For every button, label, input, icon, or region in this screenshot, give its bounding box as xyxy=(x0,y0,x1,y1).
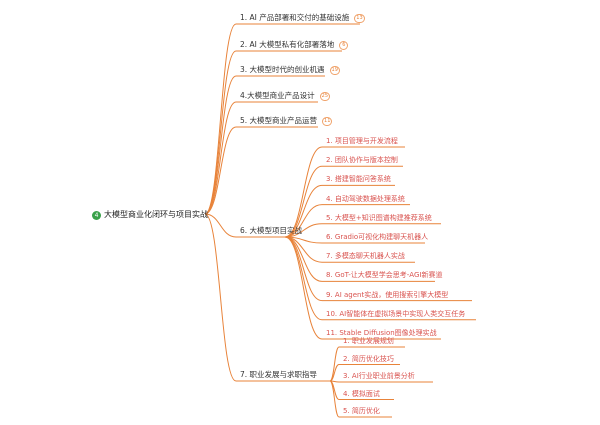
count-badge: 25 xyxy=(319,91,331,101)
project-link-line xyxy=(284,236,425,244)
project-link-line xyxy=(284,184,395,238)
root-branch-line xyxy=(204,75,325,215)
branch-startup-opportunities[interactable]: 3. 大模型时代的创业机遇 19 xyxy=(240,63,340,77)
project-item[interactable]: 8. GoT-让大模型学会思考-AGI新赛道 xyxy=(326,271,443,280)
root-label: 大模型商业化闭环与项目实战 xyxy=(104,210,208,219)
project-link-line xyxy=(284,165,403,238)
branch-label: 7. 职业发展与求职指导 xyxy=(240,370,318,379)
project-item[interactable]: 10. AI智能体在虚拟场景中实现人类交互任务 xyxy=(326,309,466,318)
branch-label: 4.大模型商业产品设计 xyxy=(240,91,315,100)
branch-label: 1. AI 产品部署和交付的基础设施 xyxy=(240,13,350,22)
count-badge: 6 xyxy=(339,40,349,50)
root-branch-line xyxy=(204,213,285,238)
project-item[interactable]: 2. 团队协作与版本控制 xyxy=(326,156,398,165)
project-item[interactable]: 5. 大模型+知识图谱构建推荐系统 xyxy=(326,213,432,222)
root-branch-line xyxy=(204,213,330,382)
project-item[interactable]: 9. AI agent实战，使用搜索引擎大模型 xyxy=(326,290,449,299)
career-item[interactable]: 1. 职业发展规划 xyxy=(343,337,394,345)
branch-label: 2. AI 大模型私有化部署落地 xyxy=(240,40,335,49)
project-item[interactable]: 11. Stable Diffusion图像处理实战 xyxy=(326,329,437,337)
career-item[interactable]: 4. 模拟面试 xyxy=(343,389,380,398)
career-link-line xyxy=(329,364,400,382)
branch-product-operations[interactable]: 5. 大模型商业产品运营 11 xyxy=(240,114,333,128)
project-item[interactable]: 4. 自动驾驶数据处理系统 xyxy=(326,194,405,203)
branch-project-practice[interactable]: 6. 大模型项目实战 xyxy=(240,224,302,238)
branch-label: 5. 大模型商业产品运营 xyxy=(240,116,318,125)
branch-infrastructure[interactable]: 1. AI 产品部署和交付的基础设施 13 xyxy=(240,11,365,25)
root-branch-line xyxy=(204,126,318,215)
count-badge: 13 xyxy=(354,13,365,23)
project-link-line xyxy=(284,223,441,238)
career-item[interactable]: 3. AI行业职业前景分析 xyxy=(343,372,415,380)
root-index-icon: 4 xyxy=(92,210,101,220)
project-item[interactable]: 6. Gradio可视化构建聊天机器人 xyxy=(326,233,429,241)
count-badge: 11 xyxy=(322,116,333,126)
root-branch-line xyxy=(204,101,318,215)
career-item[interactable]: 2. 简历优化技巧 xyxy=(343,354,394,363)
count-badge: 19 xyxy=(329,65,340,75)
branch-product-design[interactable]: 4.大模型商业产品设计 25 xyxy=(240,89,331,103)
branch-career-guidance[interactable]: 7. 职业发展与求职指导 xyxy=(240,368,317,382)
branch-label: 3. 大模型时代的创业机遇 xyxy=(240,65,325,74)
project-item[interactable]: 7. 多模态聊天机器人实战 xyxy=(326,252,405,261)
branch-private-deployment[interactable]: 2. AI 大模型私有化部署落地 6 xyxy=(240,38,349,52)
project-item[interactable]: 3. 搭建智能问答系统 xyxy=(326,175,391,184)
career-link-line xyxy=(329,380,392,418)
project-link-line xyxy=(284,236,441,340)
project-link-line xyxy=(284,146,405,238)
branch-label: 6. 大模型项目实战 xyxy=(240,226,303,235)
root-branch-line xyxy=(204,50,342,215)
career-item[interactable]: 5. 简历优化 xyxy=(343,407,380,415)
project-link-line xyxy=(284,204,410,238)
career-link-line xyxy=(329,380,433,383)
project-item[interactable]: 1. 项目管理与开发流程 xyxy=(326,137,398,145)
